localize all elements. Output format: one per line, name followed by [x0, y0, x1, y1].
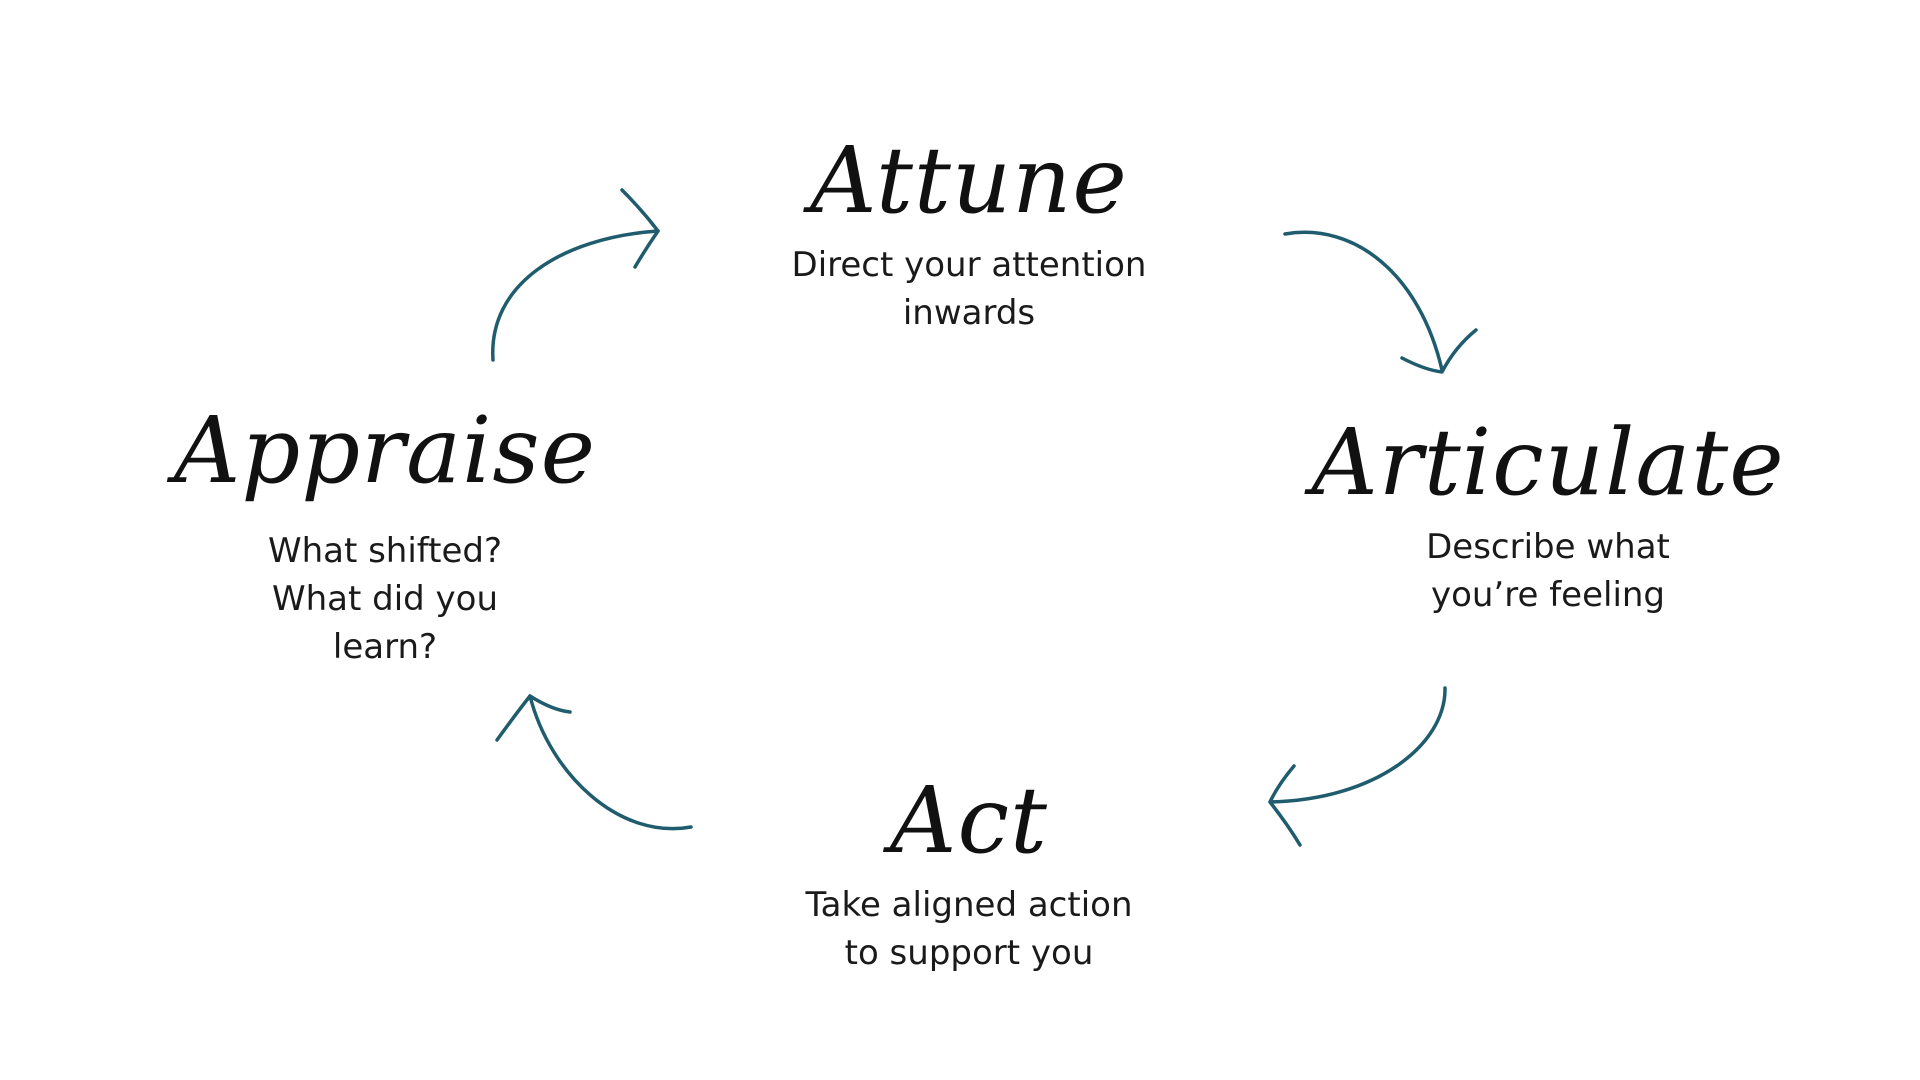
stage-attune-title: Attune	[810, 127, 1128, 234]
arrow-articulate-to-act-curve	[1268, 686, 1447, 804]
stage-appraise-description-line-2: What did you	[271, 579, 499, 619]
stage-appraise-description: What shifted? What did you learn?	[174, 527, 596, 671]
stage-articulate-description-line-1: Describe what	[1426, 527, 1670, 567]
arrow-act-to-appraise	[495, 694, 693, 831]
arrow-act-to-appraise-curve	[528, 694, 693, 831]
stage-act: Act Take aligned action to support you	[805, 775, 1132, 977]
stage-attune-description-line-1: Direct your attention	[791, 245, 1147, 285]
arrow-attune-to-articulate-head	[1400, 328, 1478, 374]
arrow-attune-to-articulate	[1283, 230, 1478, 374]
arrow-appraise-to-attune-curve	[491, 229, 660, 362]
stage-attune: Attune Direct your attention inwards	[792, 135, 1147, 337]
arrow-act-to-appraise-head	[495, 694, 572, 742]
stage-act-description-line-2: to support you	[844, 933, 1094, 973]
stage-act-description: Take aligned action to support you	[805, 881, 1132, 977]
arrow-articulate-to-act	[1268, 686, 1447, 847]
arrow-appraise-to-attune	[491, 188, 660, 362]
stage-attune-description-line-2: inwards	[902, 293, 1036, 333]
stage-articulate-title: Articulate	[1311, 409, 1785, 516]
stage-attune-description: Direct your attention inwards	[792, 241, 1147, 337]
stage-appraise-description-line-3: learn?	[332, 627, 438, 667]
arrow-attune-to-articulate-curve	[1283, 230, 1444, 372]
stage-act-description-line-1: Take aligned action	[805, 885, 1133, 925]
stage-articulate-description-line-2: you’re feeling	[1430, 575, 1666, 615]
arrow-appraise-to-attune-head	[620, 188, 660, 269]
stage-articulate-description: Describe what you’re feeling	[1311, 523, 1784, 619]
stage-articulate: Articulate Describe what you’re feeling	[1311, 417, 1784, 619]
arrow-articulate-to-act-head	[1268, 764, 1302, 847]
stage-appraise: Appraise What shifted? What did you lear…	[174, 405, 596, 671]
stage-appraise-title: Appraise	[173, 397, 597, 504]
stage-act-title: Act	[890, 767, 1048, 874]
stage-appraise-description-line-1: What shifted?	[267, 531, 503, 571]
